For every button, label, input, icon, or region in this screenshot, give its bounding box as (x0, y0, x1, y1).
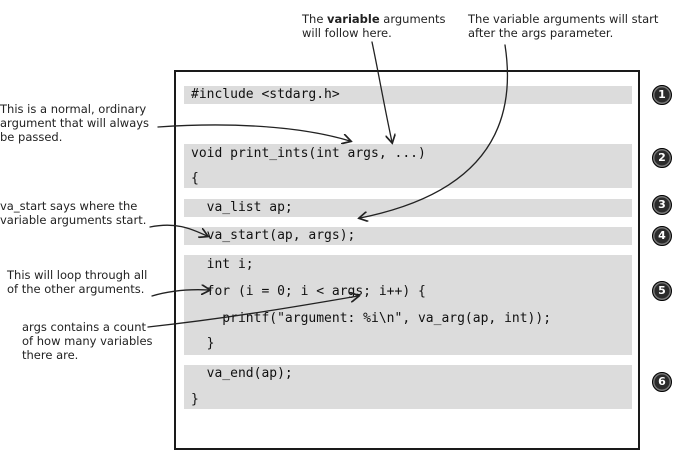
step-badge-4: 4 (652, 226, 672, 246)
step-badge-5: 5 (652, 281, 672, 301)
code-line-include: #include <stdarg.h> (191, 87, 340, 102)
note-args-count-line1: args contains a count (22, 320, 147, 334)
note-va-start-line2: variable arguments start. (0, 213, 147, 227)
note-variable-follow-pre: The (302, 12, 328, 26)
code-line-int-i: int i; (191, 257, 254, 272)
code-line-close-for: } (191, 336, 215, 351)
note-variable-follow-line2: will follow here. (302, 26, 392, 40)
note-variable-follow-bold: variable (327, 12, 380, 26)
code-line-printf: printf("argument: %i\n", va_arg(ap, int)… (191, 311, 552, 326)
note-loop-line2: of the other arguments. (7, 282, 145, 296)
note-variable-start-line1: The variable arguments will start (468, 12, 659, 26)
note-normal-argument-line1: This is a normal, ordinary (0, 102, 147, 116)
step-badge-1: 1 (652, 85, 672, 105)
code-line-va-start: va_start(ap, args); (191, 228, 356, 243)
code-line-va-list: va_list ap; (191, 200, 293, 215)
note-variable-follow-post: arguments (379, 12, 446, 26)
note-args-count-line3: there are. (22, 348, 79, 362)
note-args-count-line2: of how many variables (22, 334, 153, 348)
code-line-signature: void print_ints(int args, ...) (191, 146, 426, 161)
step-badge-3: 3 (652, 195, 672, 215)
step-badge-6: 6 (652, 372, 672, 392)
note-normal-argument-line2: argument that will always (0, 116, 150, 130)
note-normal-argument-line3: be passed. (0, 130, 63, 144)
code-block-va-start (184, 227, 632, 245)
note-loop-line1: This will loop through all (7, 268, 148, 282)
note-variable-start-line2: after the args parameter. (468, 26, 614, 40)
note-va-start-line1: va_start says where the (0, 199, 138, 213)
code-line-open-brace: { (191, 171, 199, 186)
code-line-va-end: va_end(ap); (191, 366, 293, 381)
code-block-va-end (184, 365, 632, 409)
step-badge-2: 2 (652, 148, 672, 168)
code-line-close-brace: } (191, 392, 199, 407)
code-line-for: for (i = 0; i < args; i++) { (191, 284, 426, 299)
